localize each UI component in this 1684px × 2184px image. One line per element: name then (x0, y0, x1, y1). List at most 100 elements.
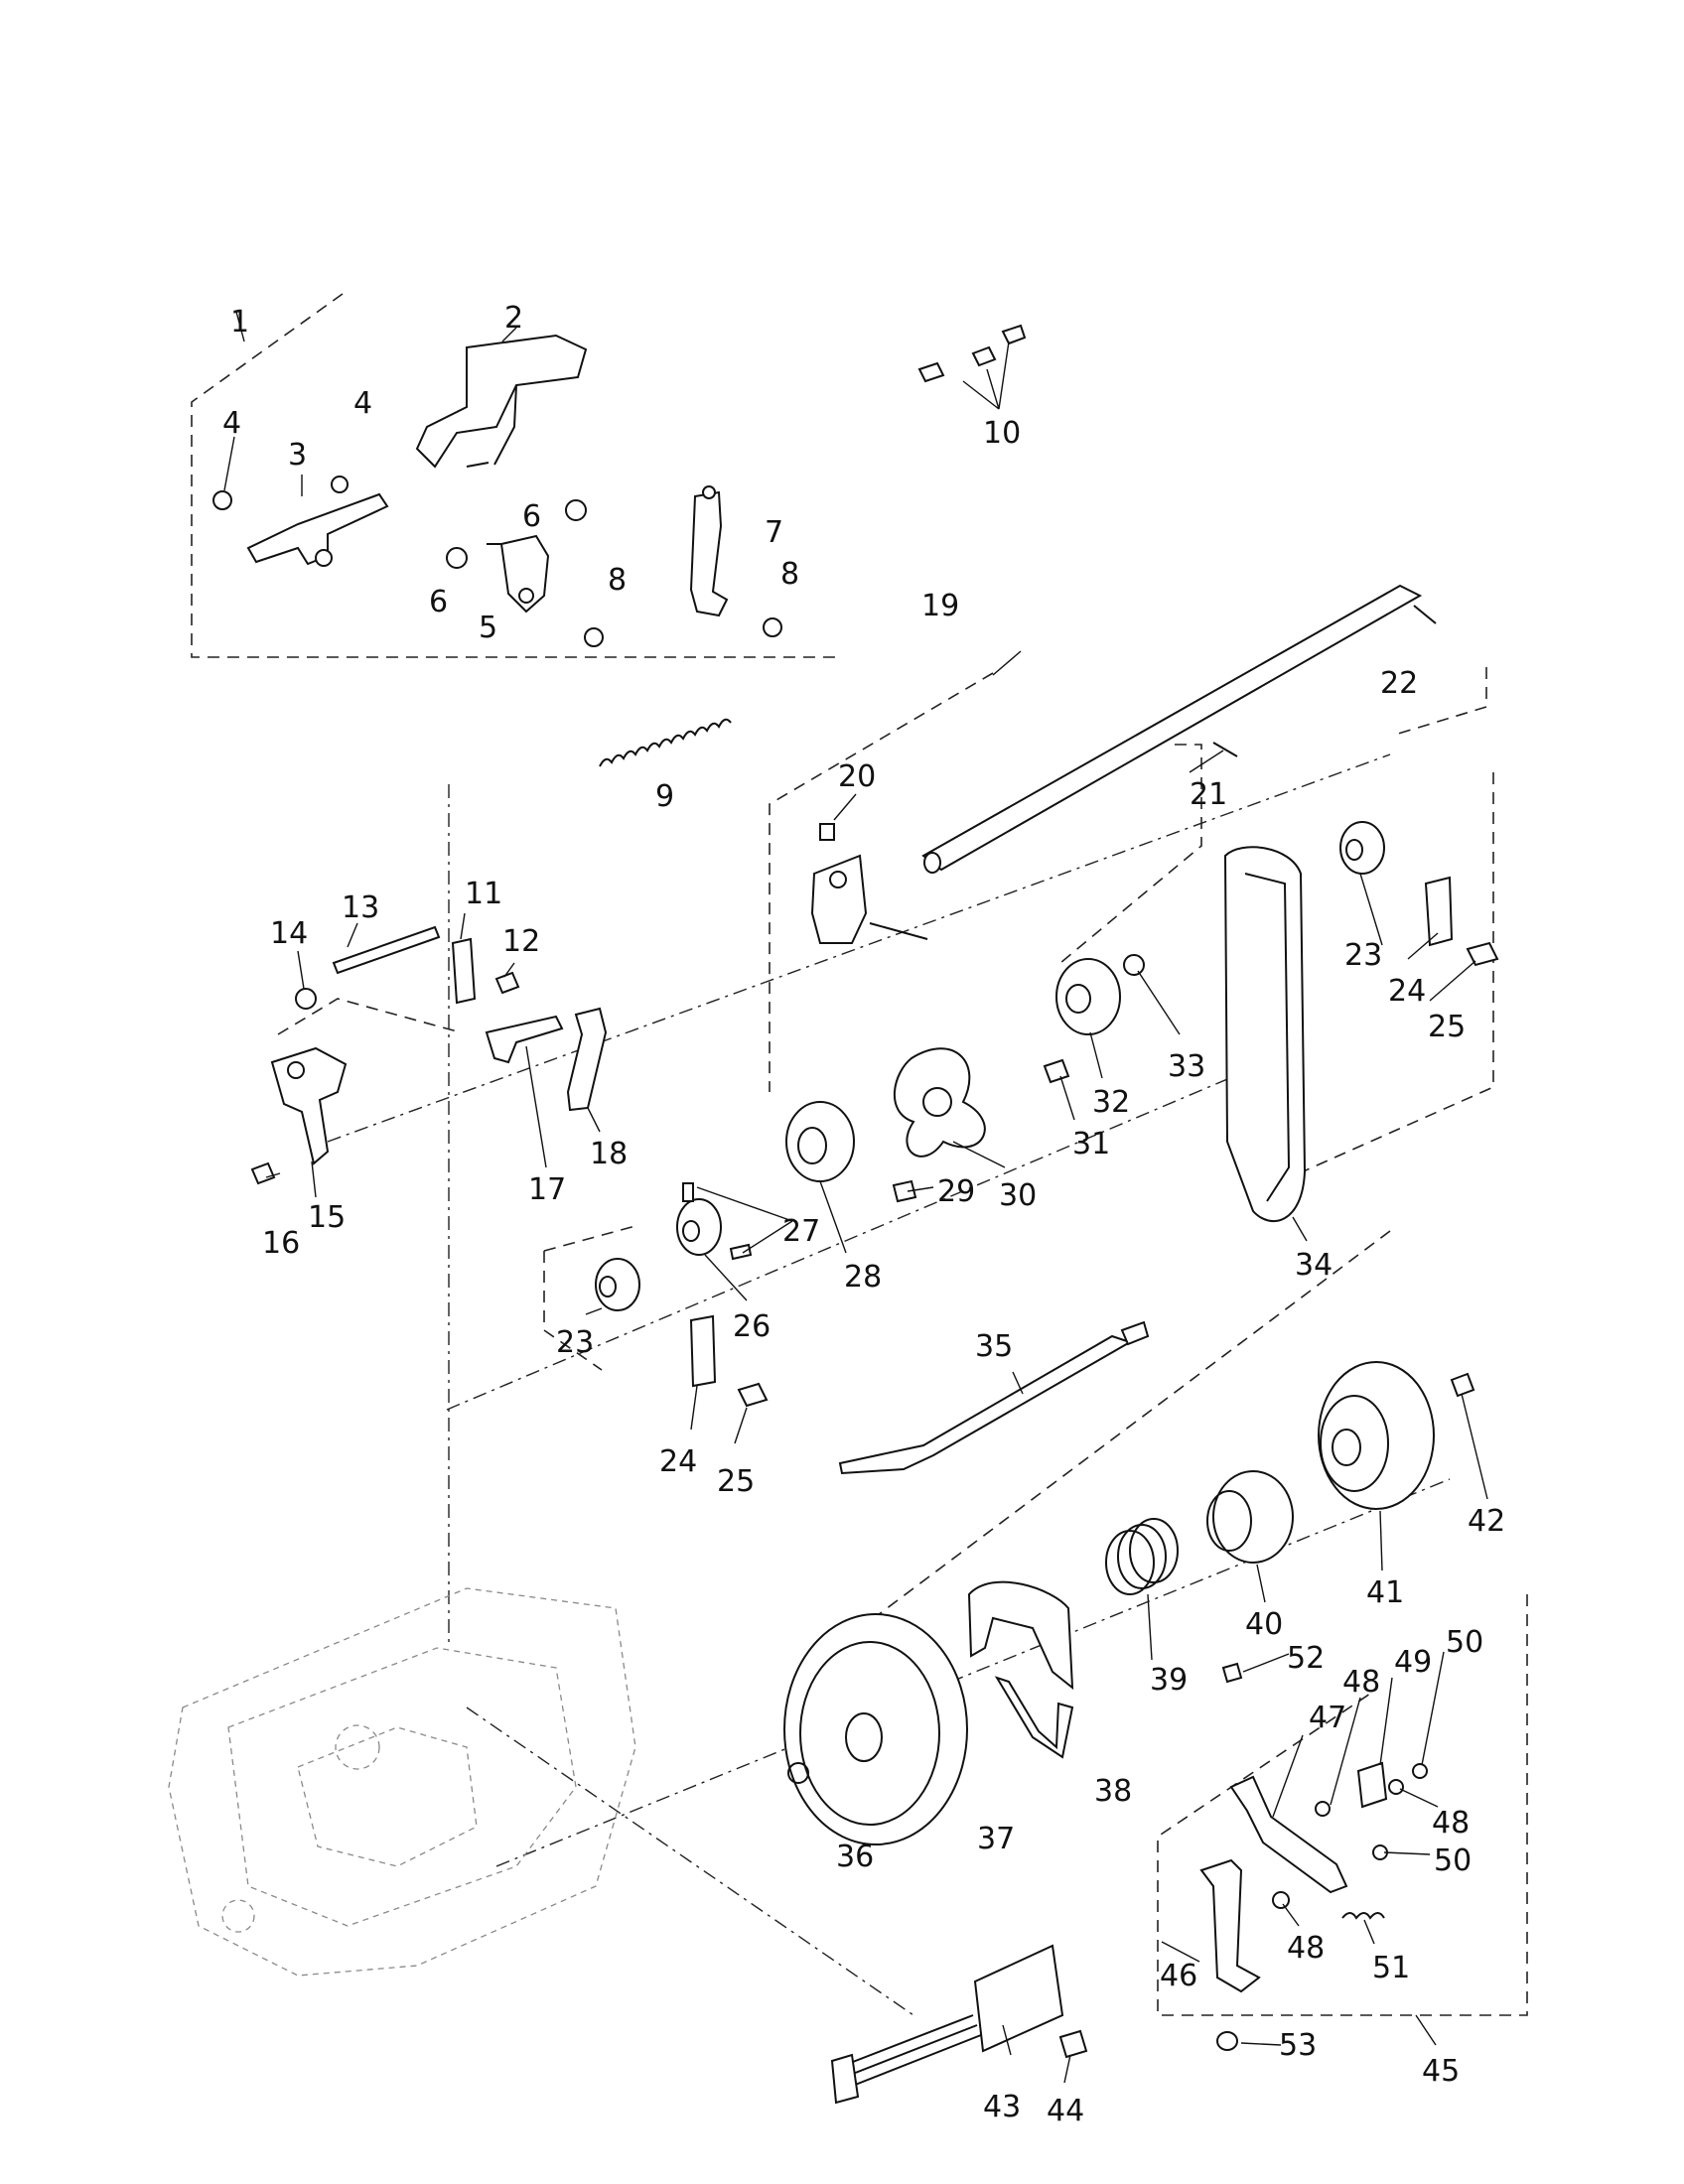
part-23-roller-upper (1339, 821, 1385, 875)
part-5-cam-plate (487, 534, 550, 614)
callout-29: 29 (937, 1174, 975, 1209)
part-11-plate (451, 937, 477, 1005)
part-23-roller-lower (595, 1258, 640, 1311)
part-32-gear-pulley (1055, 958, 1121, 1035)
part-2-bracket (415, 334, 588, 469)
part-49-bushing (1356, 1761, 1388, 1809)
callout-34: 34 (1295, 1248, 1333, 1283)
part-41-drum (1318, 1361, 1435, 1510)
callout-6: 6 (522, 499, 541, 534)
callout-42: 42 (1468, 1504, 1505, 1539)
callout-24b: 24 (659, 1444, 697, 1479)
part-39-spring (1105, 1518, 1179, 1595)
part-24-plate-lower (689, 1314, 717, 1388)
callout-43: 43 (983, 2090, 1021, 2124)
part-29-screw (892, 1179, 917, 1203)
axis-diagonal (466, 1706, 914, 2016)
part-8-e-ring-b (763, 617, 782, 637)
callout-13: 13 (342, 890, 379, 925)
part-35-cable-tie-head (1120, 1320, 1150, 1346)
part-50-e-ring-a (1412, 1763, 1428, 1779)
part-18-link (566, 1007, 608, 1112)
leader-lines (223, 311, 1488, 2084)
part-6-washer-b (446, 547, 468, 569)
part-8-e-ring-a (584, 627, 604, 647)
callout-16: 16 (262, 1226, 300, 1261)
callout-24: 24 (1388, 974, 1426, 1009)
callout-45: 45 (1422, 2054, 1460, 2089)
part-13-shaft (332, 925, 441, 975)
callout-25: 25 (1428, 1010, 1466, 1044)
part-53-cap (1216, 2031, 1238, 2051)
callout-15: 15 (308, 1200, 346, 1235)
part-33-e-ring (1123, 954, 1145, 976)
group-outline-right (1280, 772, 1494, 1182)
part-35-cable-tie (838, 1334, 1133, 1475)
callout-27: 27 (782, 1214, 820, 1249)
callout-48b: 48 (1432, 1806, 1470, 1841)
callout-labels: 1 2 3 4 4 5 6 6 7 8 8 9 10 11 12 13 14 1… (222, 301, 1505, 2128)
part-26-collar (676, 1198, 722, 1256)
callout-39: 39 (1150, 1663, 1188, 1698)
part-30-impeller (894, 1047, 986, 1158)
callout-4b: 4 (353, 386, 372, 421)
part-40-clutch (1206, 1470, 1294, 1564)
callout-2: 2 (504, 301, 523, 336)
callout-49: 49 (1394, 1645, 1432, 1680)
callout-22: 22 (1380, 666, 1418, 701)
group-outline-45 (1157, 1594, 1528, 2016)
part-44-screw (1058, 2029, 1088, 2059)
callout-40: 40 (1245, 1607, 1283, 1642)
callout-48: 48 (1342, 1665, 1380, 1700)
callout-3: 3 (288, 438, 307, 473)
part-36-e-ring (787, 1762, 809, 1784)
part-31-screw (1043, 1058, 1070, 1084)
callout-23: 23 (1344, 938, 1382, 973)
part-25-screw-lower (737, 1382, 769, 1408)
part-24-plate-upper (1424, 876, 1454, 947)
callout-17: 17 (528, 1172, 566, 1207)
callout-4: 4 (222, 406, 241, 441)
part-15-lever-bracket (270, 1046, 348, 1165)
part-19-shaft (921, 584, 1423, 874)
callout-25b: 25 (717, 1464, 755, 1499)
part-37-belt (967, 1580, 1074, 1691)
part-42-screw (1450, 1372, 1475, 1398)
machine-body-ghost (168, 1587, 636, 1977)
group-outline-22 (1394, 667, 1487, 736)
part-4-e-ring-b (331, 476, 349, 493)
part-34-timing-belt (1223, 846, 1307, 1222)
part-27-set-screw-a (682, 1182, 694, 1202)
part-37-belt-lower (994, 1676, 1074, 1759)
part-4-e-ring (212, 490, 232, 510)
part-3-link-arm (246, 492, 389, 567)
axis-lower (495, 1478, 1451, 1867)
callout-7: 7 (765, 515, 783, 550)
group-outline-1 (191, 293, 836, 658)
part-17-lever (485, 1015, 564, 1064)
callout-35: 35 (975, 1329, 1013, 1364)
part-51-spring (1341, 1912, 1385, 1920)
part-46-bracket (1199, 1858, 1261, 1993)
group-outline-36-41 (793, 1230, 1391, 1679)
part-52-screw (1221, 1662, 1243, 1684)
part-21-pin (1212, 742, 1238, 757)
callout-50b: 50 (1434, 1843, 1472, 1878)
callout-18: 18 (590, 1137, 628, 1171)
callout-30: 30 (999, 1178, 1037, 1213)
callout-52: 52 (1287, 1641, 1325, 1676)
callout-51: 51 (1372, 1951, 1410, 1985)
callout-47: 47 (1309, 1701, 1346, 1735)
part-48-washer-c (1272, 1891, 1290, 1909)
callout-37: 37 (977, 1822, 1015, 1856)
part-10-screws (917, 324, 1027, 383)
part-9-spring (599, 718, 732, 767)
callout-21: 21 (1190, 777, 1227, 812)
part-12-screw (494, 971, 520, 995)
part-22-pin (1413, 605, 1437, 624)
callout-5: 5 (479, 611, 497, 645)
callout-33: 33 (1168, 1049, 1205, 1084)
callout-36: 36 (836, 1840, 874, 1874)
callout-9: 9 (655, 779, 674, 814)
